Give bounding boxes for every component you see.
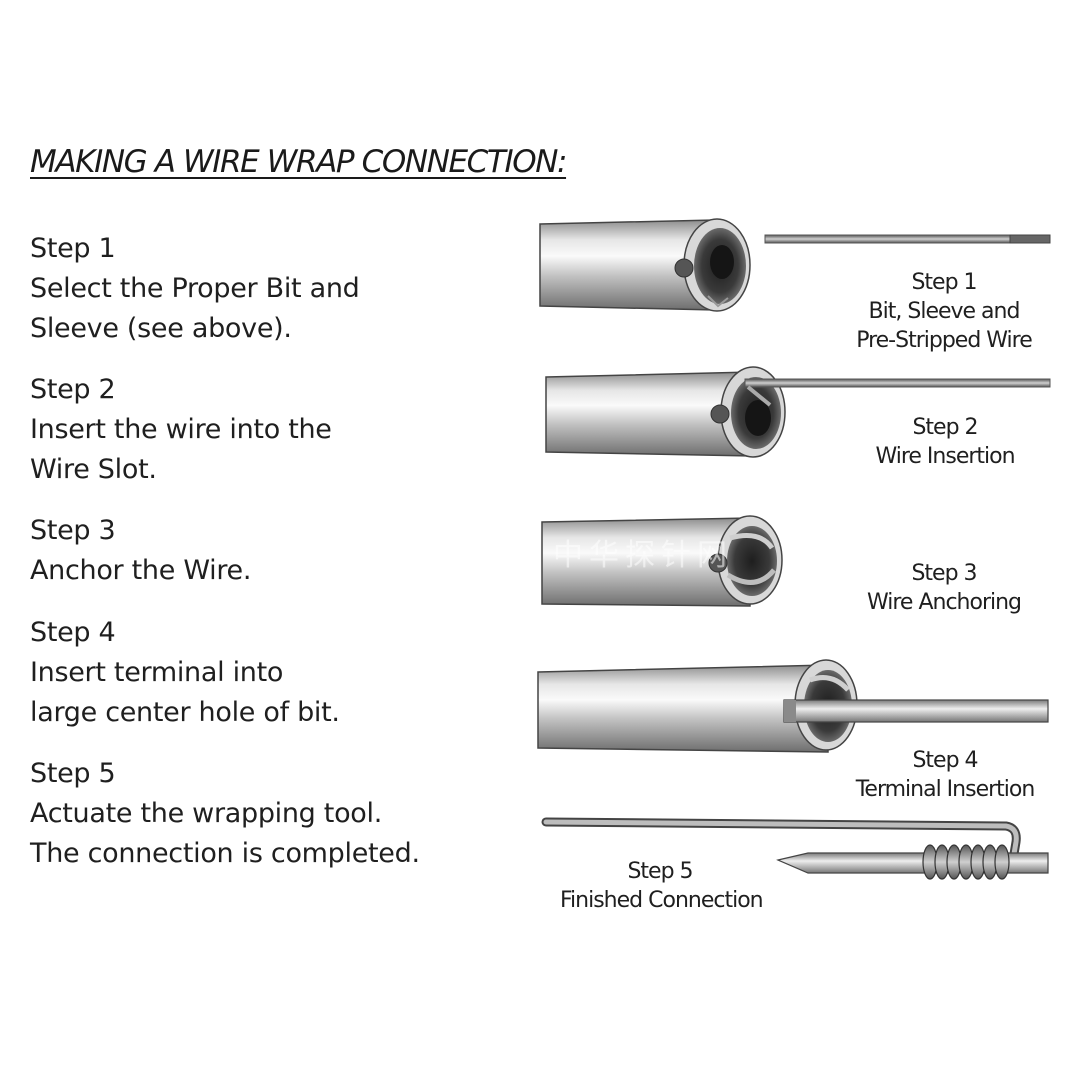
caption-text: Pre-Stripped Wire — [856, 328, 1033, 353]
step-2-caption: Step 2 Wire Insertion — [860, 413, 1030, 471]
step-text: Wire Slot. — [30, 454, 157, 485]
caption-heading: Step 4 — [912, 748, 978, 773]
step-3-bit-figure — [541, 515, 783, 607]
step-text: Insert the wire into the — [30, 414, 332, 445]
step-4-caption: Step 4 Terminal Insertion — [855, 746, 1036, 804]
caption-text: Wire Insertion — [875, 444, 1015, 469]
caption-heading: Step 5 — [627, 859, 693, 884]
step-heading: Step 4 — [30, 617, 116, 648]
step-text: large center hole of bit. — [30, 697, 340, 728]
step-heading: Step 3 — [30, 515, 116, 546]
step-heading: Step 5 — [30, 758, 116, 789]
caption-heading: Step 1 — [911, 270, 977, 295]
step-2-bit-figure — [545, 366, 1051, 458]
step-1-instruction: Step 1 Select the Proper Bit and Sleeve … — [30, 229, 360, 349]
step-heading: Step 2 — [30, 374, 116, 405]
step-text: Sleeve (see above). — [30, 313, 292, 344]
caption-text: Finished Connection — [560, 888, 764, 913]
step-5-caption: Step 5 Finished Connection — [560, 857, 764, 915]
step-1-bit-figure — [539, 218, 1051, 312]
step-heading: Step 1 — [30, 233, 116, 264]
step-1-caption: Step 1 Bit, Sleeve and Pre-Stripped Wire — [840, 268, 1048, 355]
caption-text: Terminal Insertion — [855, 777, 1036, 802]
caption-heading: Step 2 — [912, 415, 978, 440]
caption-heading: Step 3 — [911, 561, 977, 586]
step-4-bit-figure — [537, 659, 1049, 753]
step-4-instruction: Step 4 Insert terminal into large center… — [30, 613, 340, 733]
step-text: The connection is completed. — [30, 838, 420, 869]
step-text: Select the Proper Bit and — [30, 273, 360, 304]
step-5-instruction: Step 5 Actuate the wrapping tool. The co… — [30, 754, 420, 874]
step-2-instruction: Step 2 Insert the wire into the Wire Slo… — [30, 370, 332, 490]
caption-text: Bit, Sleeve and — [868, 299, 1021, 324]
step-5-connection-figure — [541, 817, 1049, 880]
step-text: Insert terminal into — [30, 657, 284, 688]
caption-text: Wire Anchoring — [866, 590, 1022, 615]
step-3-caption: Step 3 Wire Anchoring — [860, 559, 1028, 617]
step-3-instruction: Step 3 Anchor the Wire. — [30, 511, 251, 591]
page-title: MAKING A WIRE WRAP CONNECTION: — [30, 144, 567, 180]
step-text: Actuate the wrapping tool. — [30, 798, 383, 829]
watermark: 中华探针网 — [553, 538, 733, 573]
step-text: Anchor the Wire. — [30, 555, 252, 586]
